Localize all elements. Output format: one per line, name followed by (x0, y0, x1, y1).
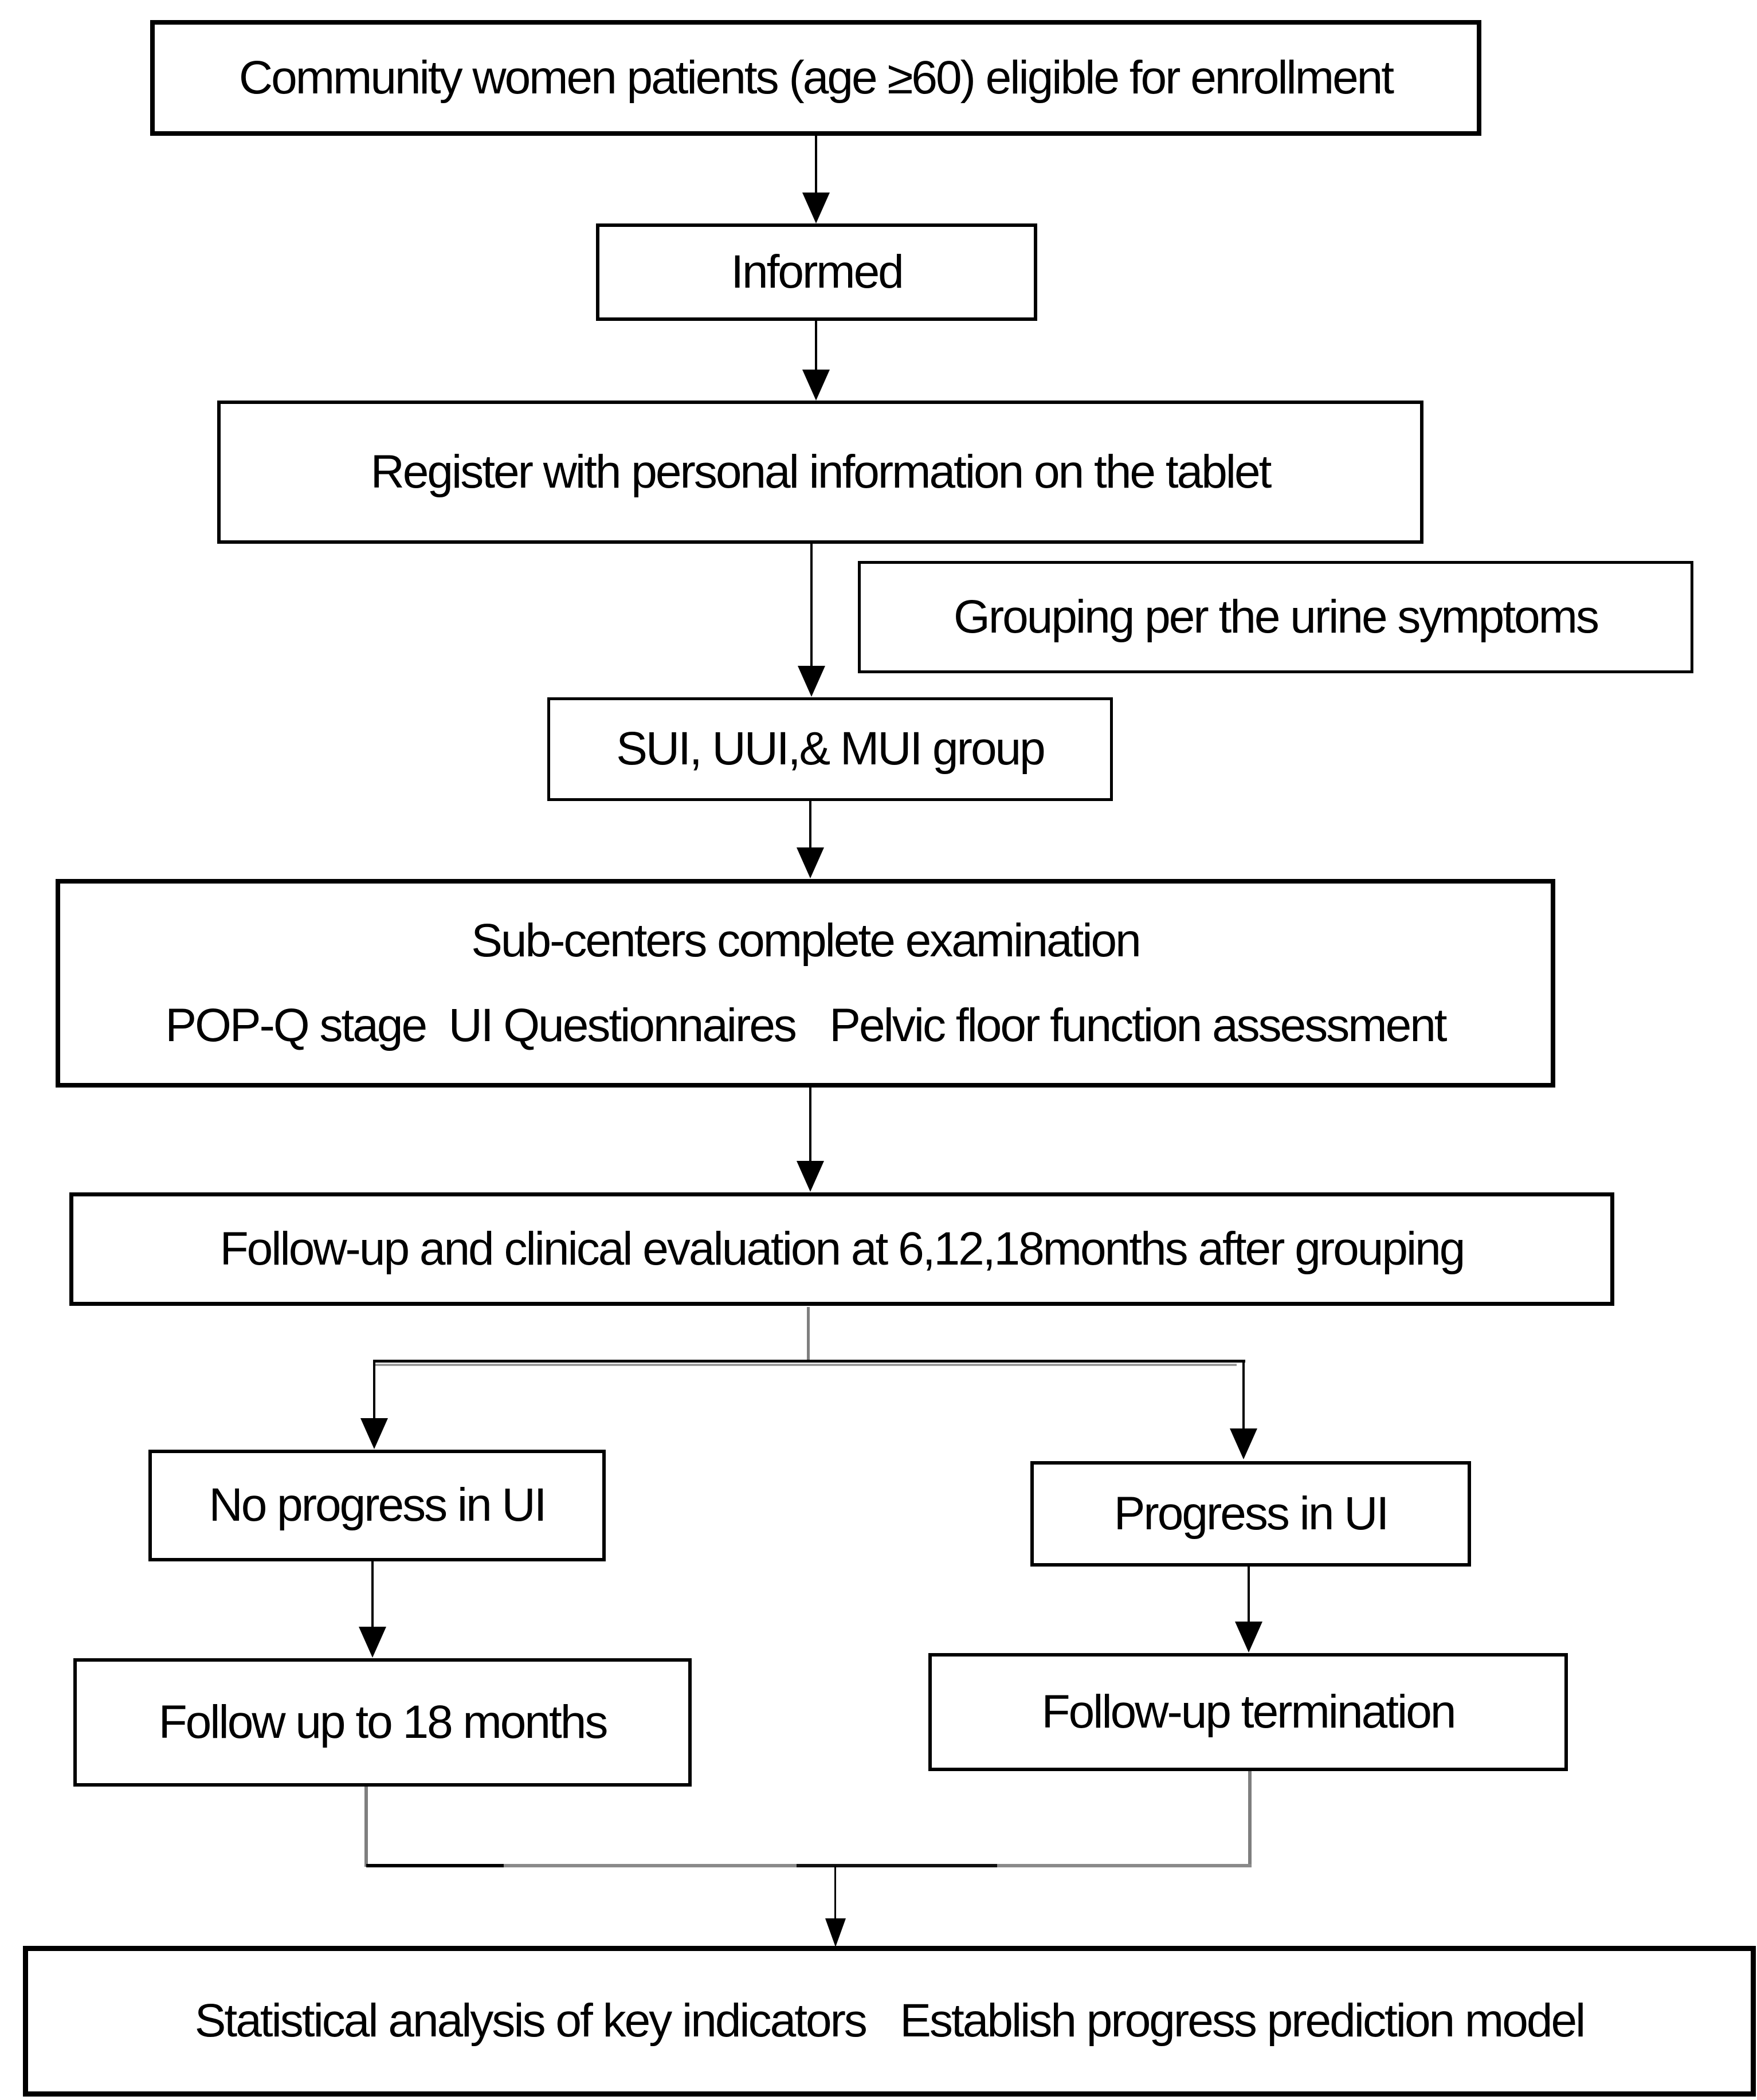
node-informed: Informed (596, 223, 1037, 321)
connector-line (815, 321, 817, 370)
node-label: Grouping per the urine symptoms (954, 590, 1599, 643)
node-label: Informed (731, 245, 904, 298)
node-follow-18-months: Follow up to 18 months (73, 1658, 692, 1787)
node-progress: Progress in UI (1030, 1461, 1471, 1567)
connector-line (815, 136, 817, 193)
arrow-down-icon (1235, 1622, 1262, 1652)
connector-split-line (374, 1360, 1245, 1363)
node-sui-uui-mui-group: SUI, UUI,& MUI group (547, 697, 1113, 801)
connector-merge-line-segment (797, 1864, 997, 1867)
connector-merge-right-line (1248, 1771, 1252, 1867)
arrow-down-icon (359, 1627, 386, 1658)
arrow-down-icon (797, 1161, 824, 1192)
node-grouping-note: Grouping per the urine symptoms (858, 561, 1693, 673)
arrow-down-icon (802, 370, 830, 401)
node-label: SUI, UUI,& MUI group (616, 723, 1046, 775)
connector-merge-left-line (364, 1787, 368, 1867)
connector-line (810, 544, 813, 667)
node-label: Follow-up termination (1041, 1685, 1457, 1738)
connector-line (373, 1360, 375, 1419)
node-register-tablet: Register with personal information on th… (217, 401, 1423, 544)
node-followup-termination: Follow-up termination (928, 1653, 1568, 1771)
arrow-down-icon (360, 1418, 388, 1449)
connector-stub-line (807, 1307, 810, 1361)
node-label: Progress in UI (1113, 1487, 1390, 1540)
arrow-down-icon (802, 193, 830, 223)
connector-line (1242, 1360, 1245, 1430)
arrow-down-icon (798, 666, 825, 697)
node-statistical-analysis: Statistical analysis of key indicators E… (23, 1946, 1756, 2097)
node-label: Register with personal information on th… (370, 445, 1272, 498)
node-label: No progress in UI (209, 1479, 547, 1532)
node-label: Statistical analysis of key indicators E… (194, 1995, 1586, 2047)
arrow-down-icon (797, 847, 824, 878)
node-no-progress: No progress in UI (148, 1450, 606, 1561)
node-followup-evaluation: Follow-up and clinical evaluation at 6,1… (69, 1192, 1614, 1306)
node-label: Follow-up and clinical evaluation at 6,1… (219, 1222, 1466, 1275)
connector-merge-line-segment (366, 1864, 504, 1867)
connector-line (834, 1866, 836, 1920)
arrow-down-icon (825, 1918, 846, 1947)
connector-split-shadow-line (374, 1364, 1237, 1366)
connector-line (809, 1088, 811, 1162)
connector-line (809, 801, 811, 849)
node-label-line1: Sub-centers complete examination (471, 914, 1142, 967)
node-label: Follow up to 18 months (158, 1695, 609, 1748)
node-label-line2: POP-Q stage UI Questionnaires Pelvic flo… (165, 999, 1447, 1051)
node-eligible-patients: Community women patients (age ≥60) eligi… (150, 20, 1481, 136)
connector-line (371, 1561, 374, 1628)
node-label: Community women patients (age ≥60) eligi… (238, 51, 1394, 104)
node-subcenters-examination: Sub-centers complete examination POP-Q s… (56, 879, 1555, 1088)
arrow-down-icon (1230, 1428, 1257, 1459)
connector-line (1248, 1567, 1250, 1623)
